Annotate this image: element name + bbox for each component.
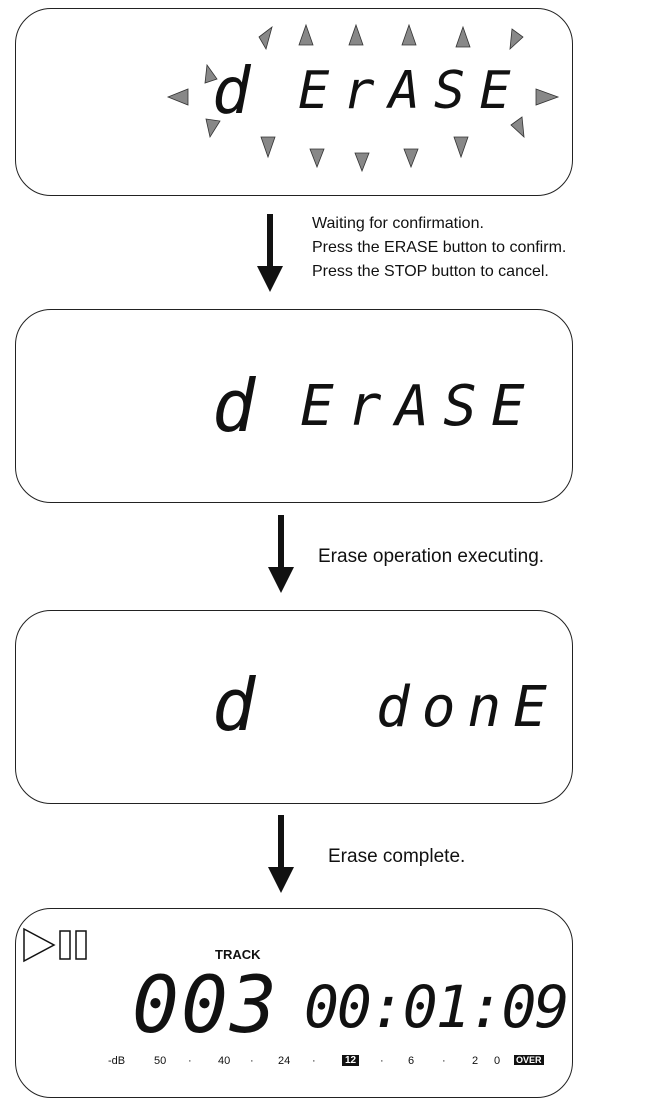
caption-line: Press the STOP button to cancel. — [312, 263, 549, 280]
meter-tick: 50 — [154, 1055, 167, 1067]
down-arrow-2 — [268, 515, 294, 593]
meter-dot: · — [250, 1055, 254, 1067]
lcd-panel-erase: d ErASE — [15, 309, 573, 503]
lcd-char-left: d — [212, 55, 257, 129]
blink-indicators — [166, 23, 560, 173]
caption-executing: Erase operation executing. — [318, 546, 545, 567]
lcd-segments — [166, 23, 560, 173]
caption-waiting: Waiting for confirmation. Press the ERAS… — [312, 212, 566, 284]
down-arrow-1 — [257, 214, 283, 292]
meter-tick: 6 — [408, 1055, 415, 1067]
play-pause-icon — [23, 927, 87, 963]
lcd-text-right: ErASE — [300, 374, 539, 439]
meter-highlight: 12 — [342, 1055, 360, 1066]
lcd-panel-erase-blinking: d ErASE — [15, 8, 573, 196]
blink-triangle — [258, 25, 273, 51]
meter-tick: 24 — [278, 1055, 291, 1067]
down-arrow-3 — [268, 815, 294, 893]
track-label: TRACK — [215, 947, 261, 962]
lcd-text-right: ErASE — [298, 61, 525, 121]
lcd-char-left: d — [212, 663, 256, 747]
lcd-text-right: donE — [376, 675, 559, 740]
time-display: 00:01:09 — [304, 973, 569, 1041]
meter-dot: · — [380, 1055, 384, 1067]
meter-tick: 2 — [472, 1055, 479, 1067]
meter-tick: 0 — [494, 1055, 501, 1067]
lcd-char-left: d — [212, 364, 256, 448]
meter-db-label: -dB — [108, 1055, 126, 1067]
meter-dot: · — [312, 1055, 316, 1067]
track-number: 003 — [132, 961, 279, 1051]
meter-over-badge: OVER — [514, 1055, 544, 1065]
level-meter-scale: -dB 50 · 40 · 24 · 12 · 6 · 2 0 OVER — [108, 1055, 548, 1071]
meter-dot: · — [188, 1055, 192, 1067]
caption-line: Waiting for confirmation. — [312, 215, 484, 232]
meter-tick: 40 — [218, 1055, 231, 1067]
lcd-panel-track: TRACK 003 00:01:09 -dB 50 · 40 · 24 · 12… — [15, 908, 573, 1098]
caption-complete: Erase complete. — [328, 846, 466, 867]
caption-line: Press the ERASE button to confirm. — [312, 239, 567, 256]
meter-dot: · — [442, 1055, 446, 1067]
lcd-panel-done: d donE — [15, 610, 573, 804]
